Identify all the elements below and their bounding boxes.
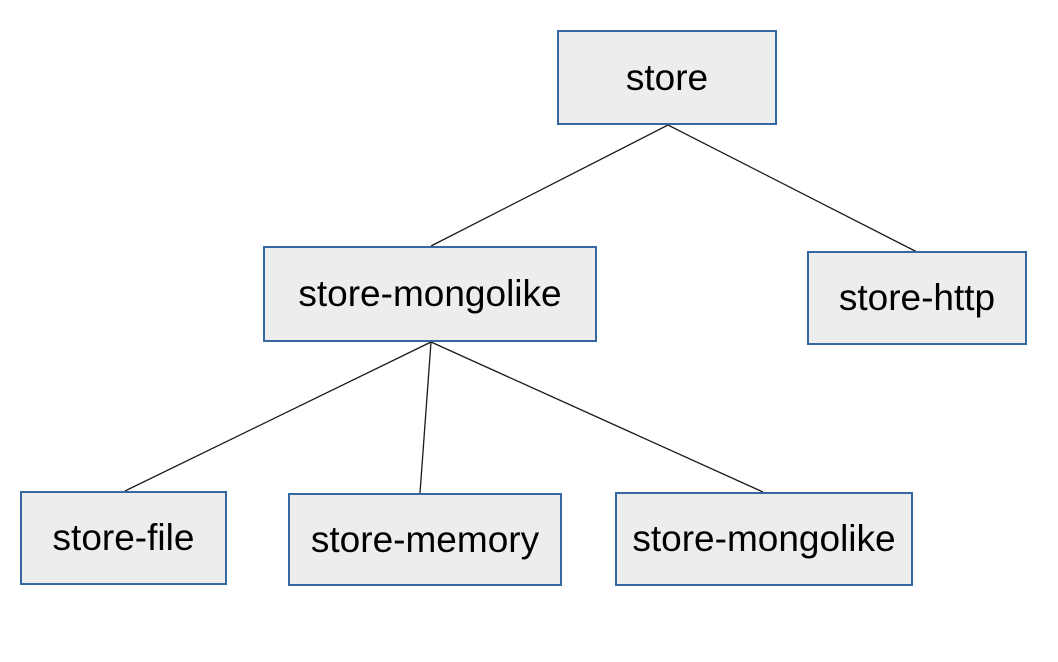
node-store-mongolike-2: store-mongolike	[615, 492, 913, 586]
edge-mongolike-to-mongolike2	[430, 341, 764, 493]
node-store-memory: store-memory	[288, 493, 562, 586]
node-store-file-label: store-file	[52, 517, 195, 558]
node-store-http-label: store-http	[838, 277, 996, 318]
node-store-mongolike-label: store-mongolike	[298, 273, 562, 314]
node-store-memory-label: store-memory	[310, 518, 540, 560]
node-store-mongolike-2-label: store-mongolike	[632, 518, 896, 559]
edge-mongolike-to-file	[124, 341, 432, 492]
edge-mongolike-to-memory	[419, 341, 432, 494]
node-store-label: store	[625, 56, 709, 98]
node-store-http: store-http	[807, 251, 1027, 345]
edge-store-to-mongolike	[430, 124, 669, 247]
edge-store-to-http	[667, 124, 918, 253]
node-store: store	[557, 30, 777, 125]
node-store-mongolike: store-mongolike	[263, 246, 597, 342]
node-store-file: store-file	[20, 491, 227, 585]
